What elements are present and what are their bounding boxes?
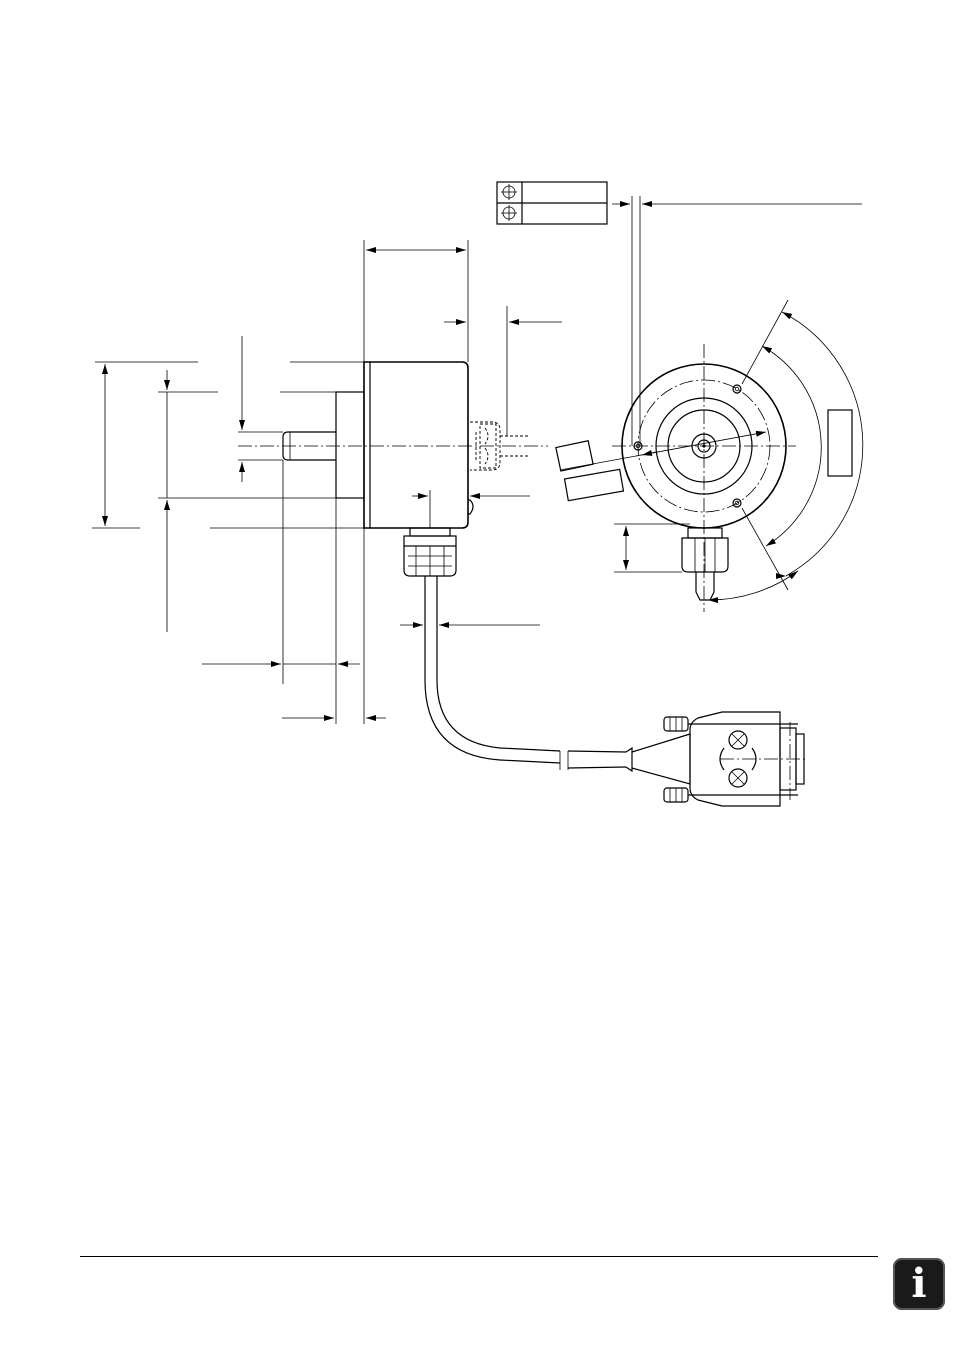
cable [424,576,627,770]
side-view-dimensions [92,240,562,724]
position-tolerance-icon [501,205,517,221]
position-tolerance-icon [501,184,517,200]
front-view-dimensions [612,196,862,573]
footer-rule [80,1256,878,1257]
side-view [238,361,808,807]
info-icon: i [893,1258,945,1310]
cable-gland [403,527,457,577]
optional-connector-hidden [470,421,528,471]
sub-d-connector [625,711,808,807]
info-glyph: i [911,1260,927,1307]
tolerance-frame [496,181,608,225]
mounting-hole [732,498,742,508]
mounting-hole [732,384,742,394]
front-view [555,299,864,612]
